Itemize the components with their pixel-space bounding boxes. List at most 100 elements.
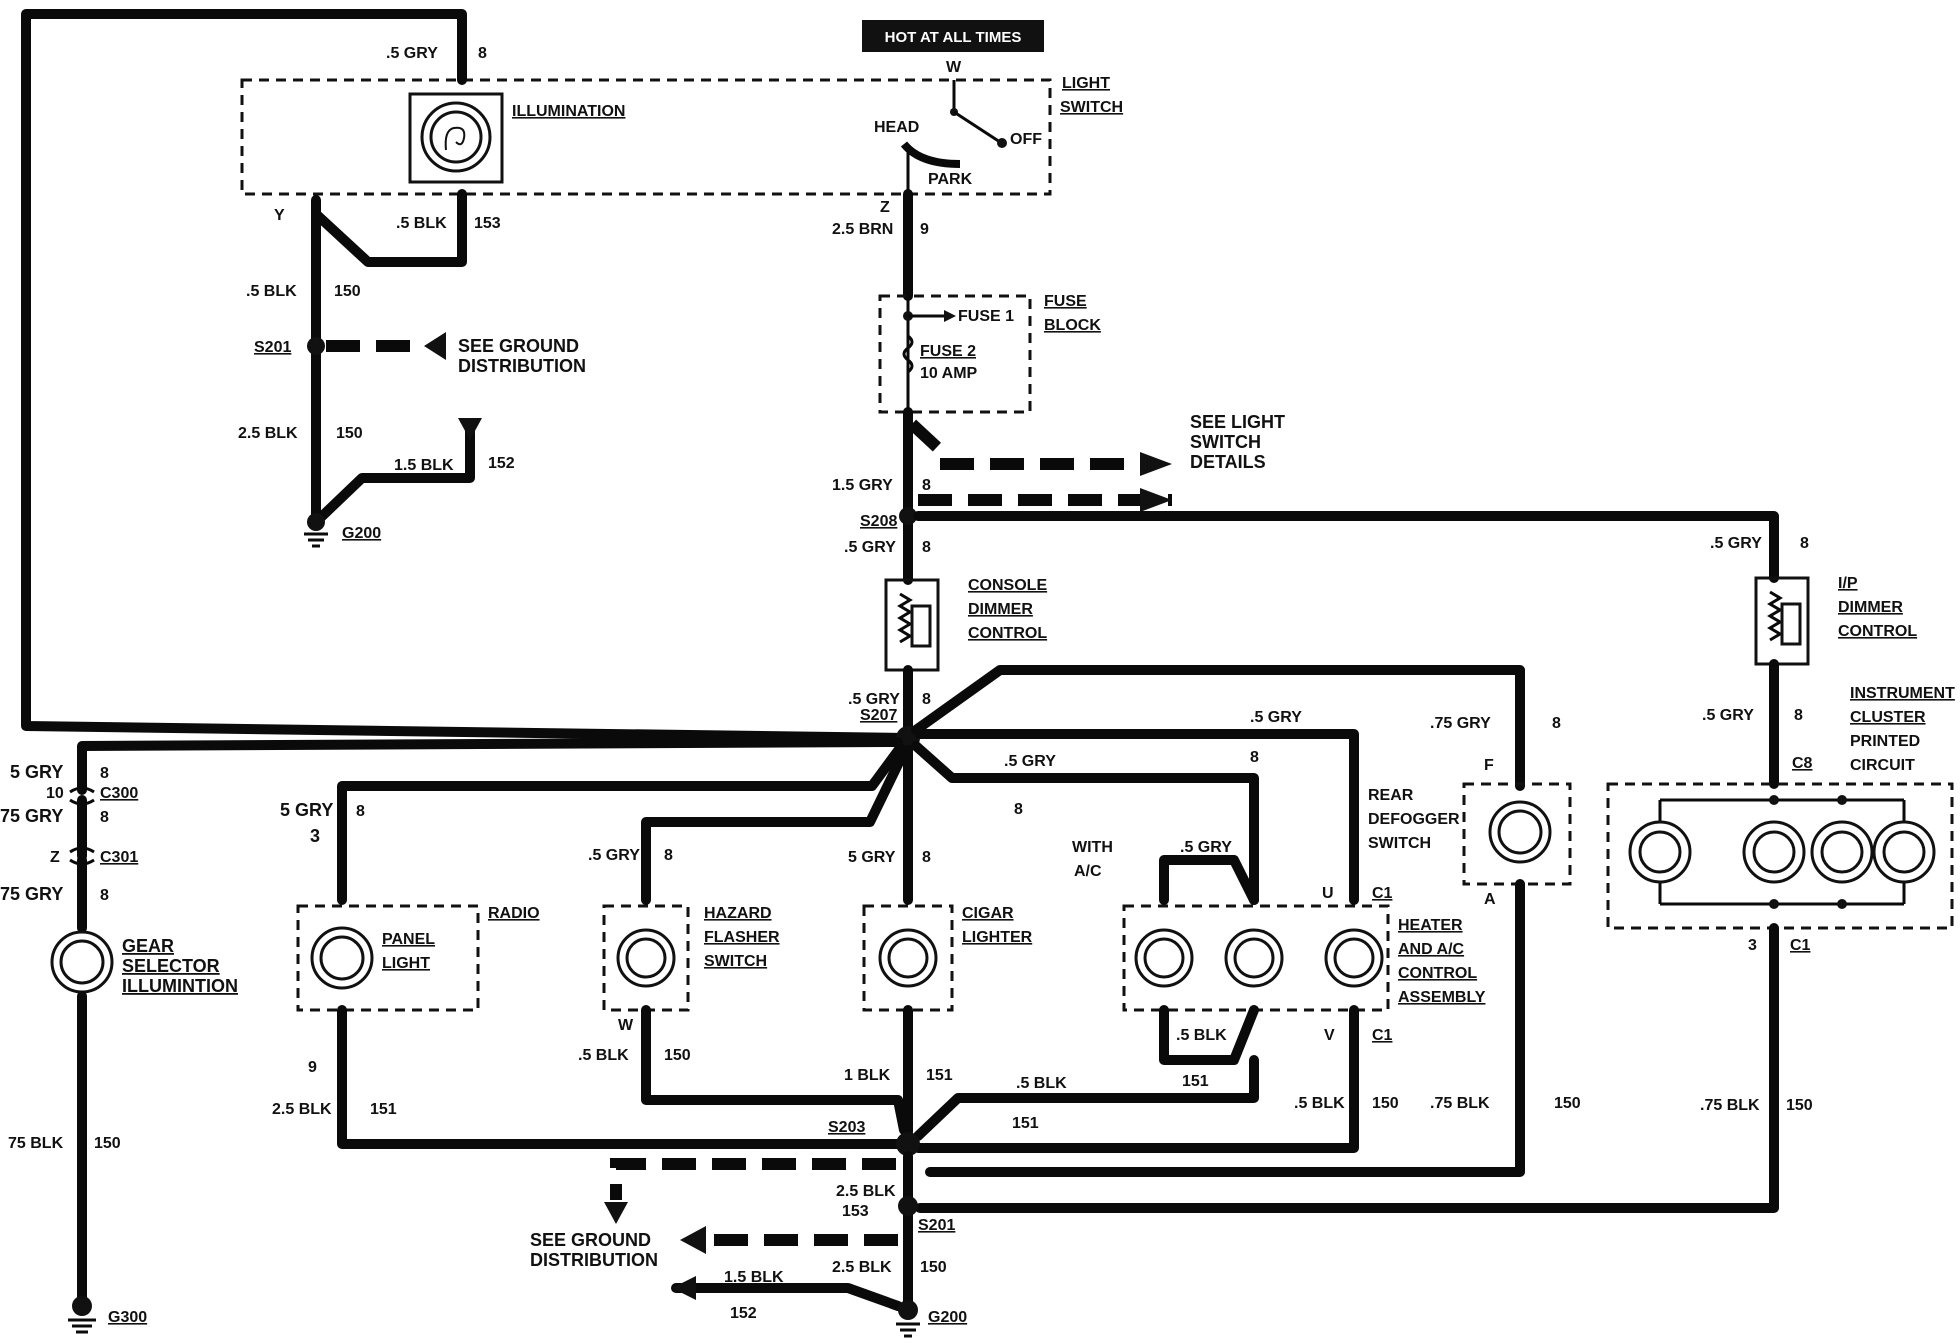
lbl-trunk-ckt-1: 8 [922,477,931,494]
illumination-bulb-inner [429,110,483,164]
light-switch-details-arrow [1140,452,1172,476]
lbl-heater-pin-v: V [1324,1027,1335,1044]
lbl-gear-150: 150 [94,1135,121,1152]
lbl-153-ckt: 153 [474,215,501,232]
lbl-pin-y: Y [274,207,285,224]
hot-label-box [862,20,1044,52]
lbl-defog-ckt: 8 [1552,715,1561,732]
lbl-ac-loop-blk: .5 BLK [1176,1027,1227,1044]
cigar-bulb-inner [887,937,929,979]
lbl-c301-pin: Z [50,849,60,866]
lbl-defog-blk: .75 BLK [1430,1095,1490,1112]
lbl-s203-153: 153 [842,1203,869,1220]
cluster-label-4: CIRCUIT [1850,757,1915,774]
hazard-label-1: HAZARD [704,905,772,922]
see-ground-bottom-1: SEE GROUND [530,1230,651,1250]
s201-bottom-arrow [680,1226,706,1254]
lbl-cluster-ckt: 8 [1794,707,1803,724]
lbl-heater-pin-u: U [1322,885,1334,902]
lbl-cluster-blk: .75 BLK [1700,1097,1760,1114]
switch-blade [953,110,1001,144]
lbl-gear-gry-1: 5 GRY [10,762,63,782]
g300-node [72,1296,92,1316]
cluster-node-1 [1769,795,1779,805]
heater-label-1: HEATER [1398,917,1463,934]
fuse1-arrow [944,310,956,322]
lbl-gear-ckt-1: 8 [100,765,109,782]
lbl-heater-c1-top: C1 [1372,885,1393,902]
lbl-heater-c1-bot: C1 [1372,1027,1393,1044]
wire-ac-ground [913,1055,1259,1141]
lbl-bottom-152: 152 [730,1305,757,1322]
lbl-cigar-gry: 5 GRY [848,849,896,866]
wire-152-bottom-arrow [672,1276,696,1300]
hazard-bulb-inner [625,937,667,979]
lbl-ac-ckt-2: 8 [1014,801,1023,818]
panel-light-label-2: LIGHT [382,955,430,972]
lbl-g200-top: G200 [342,525,381,542]
switch-off-contact [997,138,1007,148]
lbl-s207-gry: .5 GRY [848,691,900,708]
lbl-hazard-pin-w: W [618,1017,634,1034]
lbl-ckt-9: 9 [920,221,929,238]
see-light-2: SWITCH [1190,432,1261,452]
lbl-gear-gry-2: 75 GRY [0,806,63,826]
ip-dimmer-label-1: I/P [1838,575,1858,592]
hazard-label-2: FLASHER [704,929,780,946]
lbl-cigar-ckt: 8 [922,849,931,866]
s208-splice [899,507,917,525]
switch-pos-off: OFF [1010,131,1042,148]
lbl-defog-150: 150 [1554,1095,1581,1112]
lbl-150-blk-top: .5 BLK [246,283,297,300]
defogger-label-1: REAR [1368,787,1414,804]
lbl-pin-z: Z [880,199,890,216]
switch-head-park-arc [900,141,961,168]
lbl-hazard-gry: .5 GRY [588,847,640,864]
lbl-defog-pin-f: F [1484,757,1494,774]
cluster-node-4 [1837,899,1847,909]
gear-bulb-inner [59,939,105,985]
lbl-15gry: 1.5 GRY [832,477,893,494]
lbl-gear-ckt-2: 8 [100,809,109,826]
ip-dimmer-label-2: DIMMER [1838,599,1903,616]
ip-dimmer-wiper [1780,602,1802,646]
cigar-label-1: CIGAR [962,905,1014,922]
lbl-hazard-ckt: 8 [664,847,673,864]
light-switch-details-ref-a [907,419,945,455]
wire-to-hazard [641,747,909,905]
lbl-cluster-c8: C8 [1792,755,1813,772]
wire-150-left [311,195,475,527]
heater-bulb-3-inner [1333,937,1375,979]
lbl-s203: S203 [828,1119,865,1136]
lbl-hazard-150: 150 [664,1047,691,1064]
ip-dimmer-label-3: CONTROL [1838,623,1917,640]
with-ac-1: WITH [1072,839,1113,856]
wire-defogger-ground [925,879,1525,1177]
lbl-c300: C300 [100,785,138,802]
lbl-radio-ckt: 8 [356,803,365,820]
console-dimmer-label-3: CONTROL [968,625,1047,642]
cigar-box [862,904,954,1012]
lbl-g300: G300 [108,1309,147,1326]
lbl-ac-ground-151: 151 [1012,1115,1039,1132]
console-dimmer-label-1: CONSOLE [968,577,1047,594]
illumination-filament [444,126,466,151]
lbl-defog-gry: .75 GRY [1430,715,1491,732]
gear-label-3: ILLUMINTION [122,976,238,996]
wire-heater-ground [913,1005,1359,1153]
lbl-ac-ckt: 8 [1250,749,1259,766]
lbl-150-ckt-top: 150 [334,283,361,300]
lbl-c300-pin: 10 [46,785,64,802]
lbl-ac-gry: .5 GRY [1004,753,1056,770]
s203-splice [896,1132,920,1156]
lbl-ac-loop-gry: .5 GRY [1180,839,1232,856]
radio-box [296,904,480,1012]
cluster-bulb-4-inner [1882,830,1926,874]
lbl-radio-pin3: 3 [310,826,320,846]
with-ac-2: A/C [1074,863,1102,880]
s203-ground-ref-arrow [604,1202,628,1224]
hot-label: HOT AT ALL TIMES [885,29,1022,46]
cluster-bulb-3-inner [1820,830,1864,874]
console-dimmer-label-2: DIMMER [968,601,1033,618]
panel-light-bulb-inner [319,935,365,981]
